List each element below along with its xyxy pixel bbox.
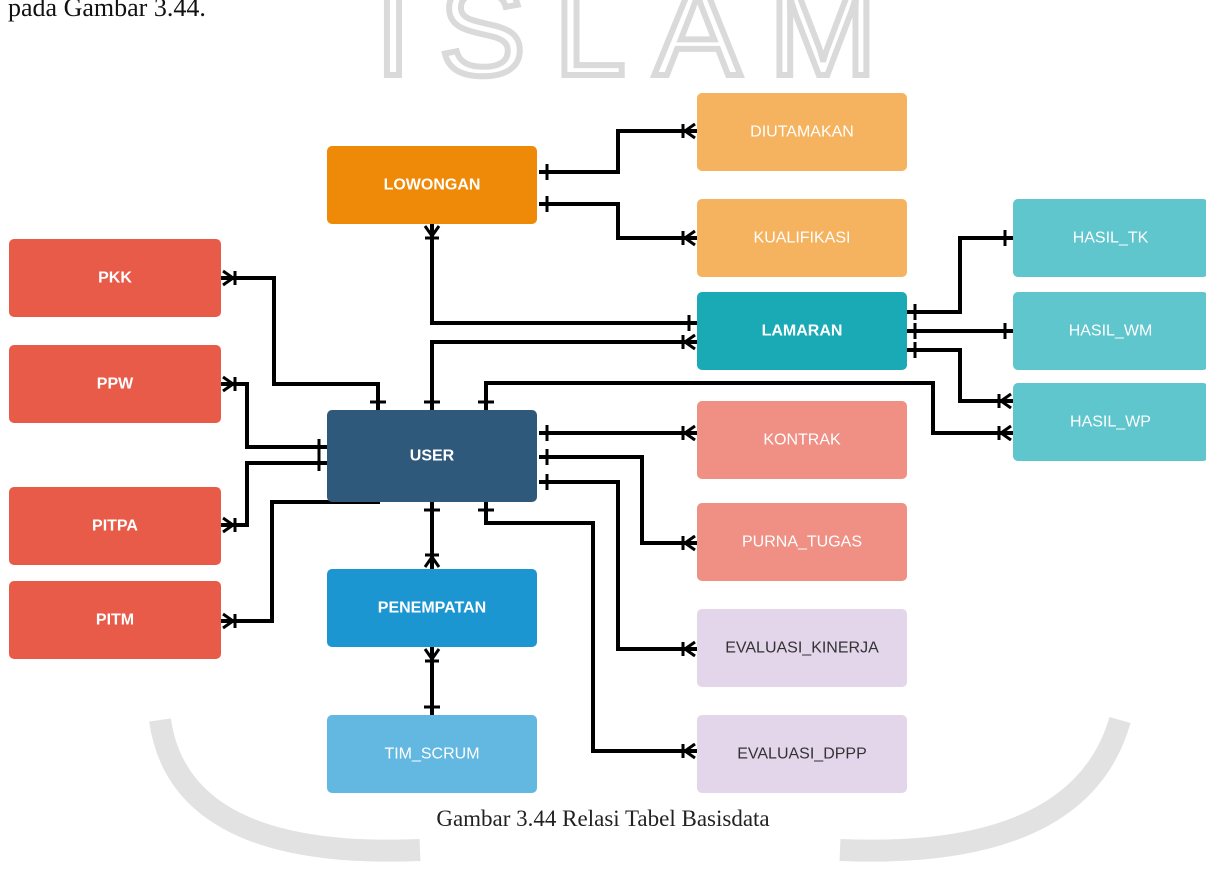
table-node-pitpa: PITPA bbox=[9, 487, 221, 565]
relation-lowongan-lamaran bbox=[423, 224, 697, 331]
tables-layer: LOWONGAN DIUTAMAKAN KUALIFIKASI PKK PPW PITPA… bbox=[9, 93, 1206, 793]
relation-user-evaluasi_kinerja bbox=[539, 474, 697, 658]
table-node-lowongan: LOWONGAN bbox=[327, 146, 537, 224]
relation-ppw-user bbox=[221, 375, 327, 455]
preceding-text: pada Gambar 3.44. bbox=[8, 0, 206, 22]
table-node-penempatan: PENEMPATAN bbox=[327, 569, 537, 647]
relation-lamaran-hasil_wm bbox=[907, 323, 1013, 339]
relation-pkk-user bbox=[221, 269, 386, 410]
table-label-hasil_wm: HASIL_WM bbox=[1069, 323, 1153, 340]
figure-caption: Gambar 3.44 Relasi Tabel Basisdata bbox=[436, 806, 770, 831]
table-label-user: USER bbox=[410, 448, 455, 465]
table-node-ppw: PPW bbox=[9, 345, 221, 423]
table-label-ppw: PPW bbox=[97, 376, 134, 393]
relation-user-kontrak bbox=[539, 424, 697, 442]
table-label-pitpa: PITPA bbox=[92, 518, 138, 535]
table-node-user: USER bbox=[327, 410, 537, 502]
table-node-pkk: PKK bbox=[9, 239, 221, 317]
relation-user-hasil_wp bbox=[478, 381, 1013, 442]
table-node-kualifikasi: KUALIFIKASI bbox=[697, 199, 907, 277]
relation-lowongan-kualifikasi bbox=[539, 196, 697, 247]
table-node-hasil_tk: HASIL_TK bbox=[1013, 199, 1206, 277]
table-node-hasil_wp: HASIL_WP bbox=[1013, 383, 1206, 461]
table-label-diutamakan: DIUTAMAKAN bbox=[750, 124, 854, 141]
table-node-pitm: PITM bbox=[9, 581, 221, 659]
table-node-evaluasi_dppp: EVALUASI_DPPP bbox=[697, 715, 907, 793]
table-node-lamaran: LAMARAN bbox=[697, 292, 907, 370]
relation-pitpa-user bbox=[221, 455, 327, 534]
table-node-hasil_wm: HASIL_WM bbox=[1013, 292, 1206, 370]
table-node-kontrak: KONTRAK bbox=[697, 401, 907, 479]
table-label-penempatan: PENEMPATAN bbox=[378, 600, 486, 617]
table-node-purna_tugas: PURNA_TUGAS bbox=[697, 503, 907, 581]
relations-layer bbox=[221, 122, 1013, 760]
relation-user-penempatan bbox=[423, 502, 441, 569]
relation-user-purna_tugas bbox=[539, 449, 697, 552]
table-label-pitm: PITM bbox=[96, 612, 134, 629]
relation-lowongan-diutamakan bbox=[539, 122, 697, 180]
table-label-hasil_wp: HASIL_WP bbox=[1070, 414, 1151, 431]
table-label-kualifikasi: KUALIFIKASI bbox=[754, 230, 851, 247]
relation-user-evaluasi_dppp bbox=[478, 502, 697, 760]
table-label-pkk: PKK bbox=[98, 270, 132, 287]
table-label-tim_scrum: TIM_SCRUM bbox=[384, 746, 479, 763]
relation-lamaran-hasil_wp bbox=[907, 342, 1013, 410]
table-label-hasil_tk: HASIL_TK bbox=[1073, 230, 1149, 247]
relation-user-lamaran bbox=[424, 333, 697, 410]
table-label-lowongan: LOWONGAN bbox=[384, 177, 481, 194]
table-label-lamaran: LAMARAN bbox=[762, 323, 843, 340]
table-node-diutamakan: DIUTAMAKAN bbox=[697, 93, 907, 171]
table-label-kontrak: KONTRAK bbox=[763, 432, 841, 449]
relation-penempatan-tim_scrum bbox=[423, 647, 441, 715]
svg-text:ISLAM: ISLAM bbox=[375, 0, 905, 103]
table-label-purna_tugas: PURNA_TUGAS bbox=[742, 534, 862, 551]
table-label-evaluasi_kinerja: EVALUASI_KINERJA bbox=[725, 640, 879, 657]
table-node-evaluasi_kinerja: EVALUASI_KINERJA bbox=[697, 609, 907, 687]
table-node-tim_scrum: TIM_SCRUM bbox=[327, 715, 537, 793]
relation-lamaran-hasil_tk bbox=[907, 230, 1013, 320]
table-label-evaluasi_dppp: EVALUASI_DPPP bbox=[737, 746, 867, 763]
